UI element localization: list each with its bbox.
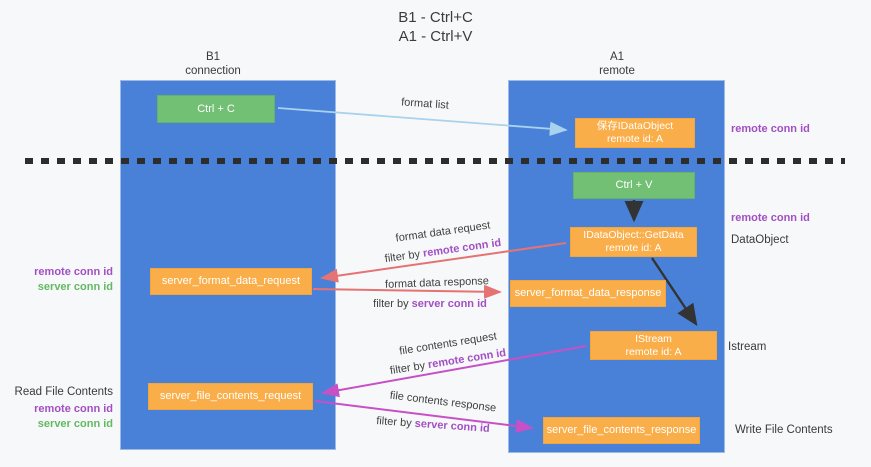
lane-a1-name: A1 xyxy=(609,51,625,63)
save-idataobject-line1: 保存IDataObject xyxy=(596,120,674,132)
arrow-format-data-request xyxy=(320,242,567,283)
node-server-file-contents-request: server_file_contents_request xyxy=(148,383,313,410)
right-label-remote-conn-id-top: remote conn id xyxy=(731,123,810,135)
lane-a1-subtitle: remote xyxy=(599,65,635,77)
node-server-format-data-response: server_format_data_response xyxy=(510,280,666,307)
left-label-read-file-contents: Read File Contents xyxy=(14,386,113,398)
arrow-format-list xyxy=(277,107,568,136)
istream-line1: IStream xyxy=(635,332,672,345)
left-label-server-conn-id-1: server conn id xyxy=(37,281,113,293)
server-format-data-response-label: server_format_data_response xyxy=(514,287,662,299)
label-filter-server-1: filter by server conn id xyxy=(373,298,487,310)
server-format-data-request-label: server_format_data_request xyxy=(161,275,301,287)
right-label-istream: Istream xyxy=(728,341,767,353)
right-label-dataobject: DataObject xyxy=(731,234,789,246)
right-label-write-file-contents: Write File Contents xyxy=(735,424,833,436)
getdata-line2: remote id: A xyxy=(605,242,662,254)
server-conn-id-text: server conn id xyxy=(411,298,487,310)
arrow-file-contents-request xyxy=(321,345,587,398)
node-ctrl-c: Ctrl + C xyxy=(157,95,275,123)
left-label-server-conn-id-2: server conn id xyxy=(37,418,113,430)
arrow-getdata-istream xyxy=(651,257,698,326)
node-idataobject-getdata: IDataObject::GetData remote id: A xyxy=(570,227,697,257)
node-save-idataobject: 保存IDataObject remote id: A xyxy=(575,118,695,148)
ctrl-c-label: Ctrl + C xyxy=(197,102,235,115)
node-server-file-contents-response: server_file_contents_response xyxy=(543,417,700,444)
istream-line2: remote id: A xyxy=(625,345,682,358)
server-file-contents-request-label: server_file_contents_request xyxy=(159,390,302,402)
node-istream: IStream remote id: A xyxy=(590,331,717,360)
server-file-contents-response-label: server_file_contents_response xyxy=(546,424,697,436)
left-label-remote-conn-id-1: remote conn id xyxy=(34,266,113,278)
ctrl-v-label: Ctrl + V xyxy=(615,179,653,191)
lane-b1-name: B1 xyxy=(205,51,221,63)
right-label-remote-conn-id-mid: remote conn id xyxy=(731,212,810,224)
left-label-remote-conn-id-2: remote conn id xyxy=(34,403,113,415)
arrow-file-contents-response xyxy=(314,400,534,433)
arrow-format-data-response xyxy=(312,284,502,299)
lane-b1-subtitle: connection xyxy=(185,65,241,77)
diagram-title: B1 - Ctrl+C A1 - Ctrl+V xyxy=(0,8,871,46)
getdata-line1: IDataObject::GetData xyxy=(583,229,684,241)
save-idataobject-line2: remote id: A xyxy=(606,133,664,145)
title-line-1: B1 - Ctrl+C xyxy=(398,9,473,26)
lane-header-a1: A1 remote xyxy=(517,50,717,78)
lane-header-b1: B1 connection xyxy=(113,50,313,78)
filter-by-text: filter by xyxy=(373,298,412,310)
node-ctrl-v: Ctrl + V xyxy=(573,172,695,199)
node-server-format-data-request: server_format_data_request xyxy=(150,268,312,295)
title-line-2: A1 - Ctrl+V xyxy=(398,28,473,45)
